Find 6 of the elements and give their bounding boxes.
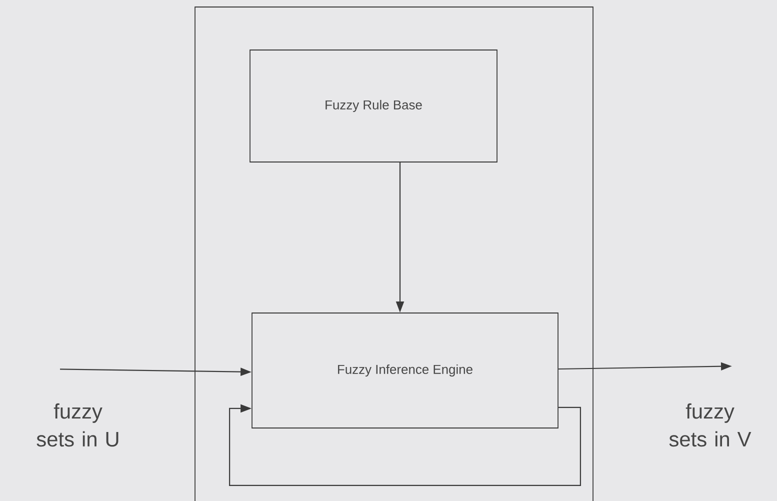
frame-box — [194, 6, 594, 501]
process-box: Fuzzy Inference Engine — [252, 312, 558, 428]
arrow — [229, 404, 581, 486]
input-label: fuzzy sets in U — [36, 403, 118, 447]
output-label: fuzzy sets in V — [669, 403, 752, 447]
process-box: Fuzzy Rule Base — [250, 50, 498, 162]
